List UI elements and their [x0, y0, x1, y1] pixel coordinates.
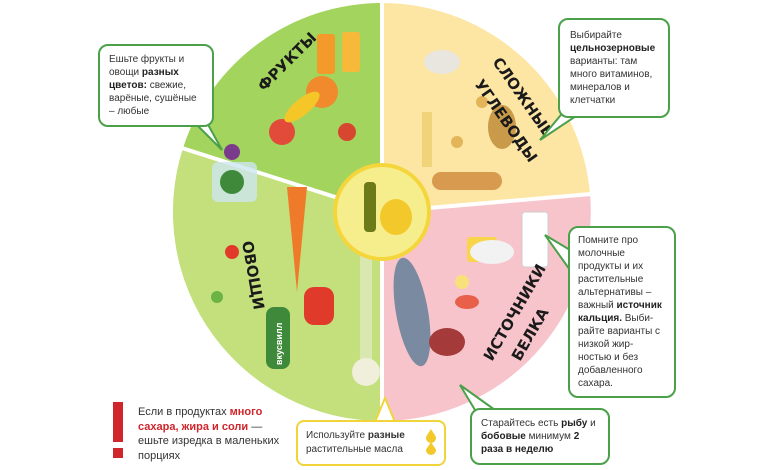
warning-text: Если в продуктах много сахара, жира и со…: [138, 406, 280, 462]
oil-drop-icon: [426, 429, 436, 455]
exclamation-icon: [113, 402, 123, 458]
cucumber: [266, 307, 290, 369]
fish-callout: Старайтесь есть рыбу и бобовые минимум 2…: [470, 408, 610, 465]
dairy-callout: Помните про молочные продукты и их расти…: [568, 226, 676, 398]
oil-callout: Используйте разные растительные масла: [296, 420, 446, 466]
fruits-callout: Ешьте фрукты и овощи разных цветов: свеж…: [98, 44, 214, 127]
vegetables-section: [172, 148, 382, 421]
grains-callout: Выбирайте цельнозерновые варианты: там м…: [558, 18, 670, 118]
cucumber-brand: вкусвилл: [274, 322, 284, 365]
